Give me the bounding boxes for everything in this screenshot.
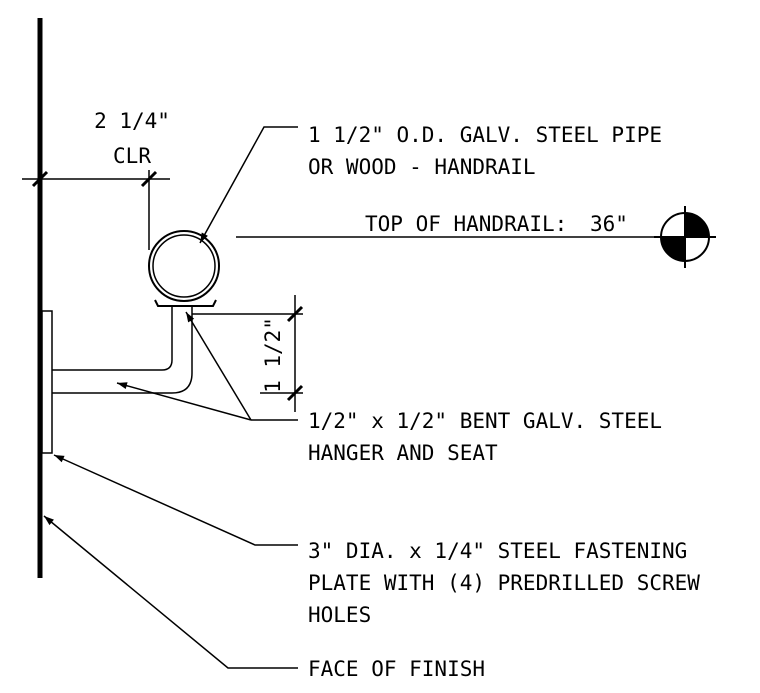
plate-label-line3: HOLES	[308, 603, 371, 627]
handrail-pipe-outer	[148, 230, 220, 302]
hanger-seat	[154, 299, 217, 307]
clearance-tick-left	[31, 170, 49, 188]
rise-tick-top	[286, 305, 304, 323]
hanger-label-line1: 1/2" x 1/2" BENT GALV. STEEL	[308, 409, 662, 433]
finish-leader	[43, 515, 298, 669]
hanger-bar-bottom	[52, 306, 193, 394]
hanger-label-line2: HANGER AND SEAT	[308, 441, 498, 465]
clearance-clr-label: CLR	[113, 144, 151, 168]
hanger-leader-upper	[185, 311, 252, 421]
pipe-leader	[199, 126, 298, 244]
clearance-value-label: 2 1/4"	[94, 109, 170, 133]
finish-label: FACE OF FINISH	[308, 657, 485, 681]
rise-tick-bottom	[286, 384, 304, 402]
hanger-bar-top	[52, 306, 173, 371]
hanger-leader-lower	[116, 382, 252, 421]
top-of-handrail-value: 36"	[590, 212, 628, 236]
fastening-plate	[41, 310, 53, 454]
pipe-label-line1: 1 1/2" O.D. GALV. STEEL PIPE	[308, 123, 662, 147]
clearance-tick-right	[140, 170, 158, 188]
elevation-marker-icon	[654, 206, 716, 268]
pipe-label-line2: OR WOOD - HANDRAIL	[308, 155, 536, 179]
plate-label-line1: 3" DIA. x 1/4" STEEL FASTENING	[308, 539, 687, 563]
rise-dimension-label: 1 1/2"	[261, 317, 285, 393]
top-of-handrail-label: TOP OF HANDRAIL:	[365, 212, 567, 236]
plate-leader	[53, 454, 298, 546]
plate-label-line2: PLATE WITH (4) PREDRILLED SCREW	[308, 571, 700, 595]
handrail-pipe-inner	[152, 234, 216, 298]
